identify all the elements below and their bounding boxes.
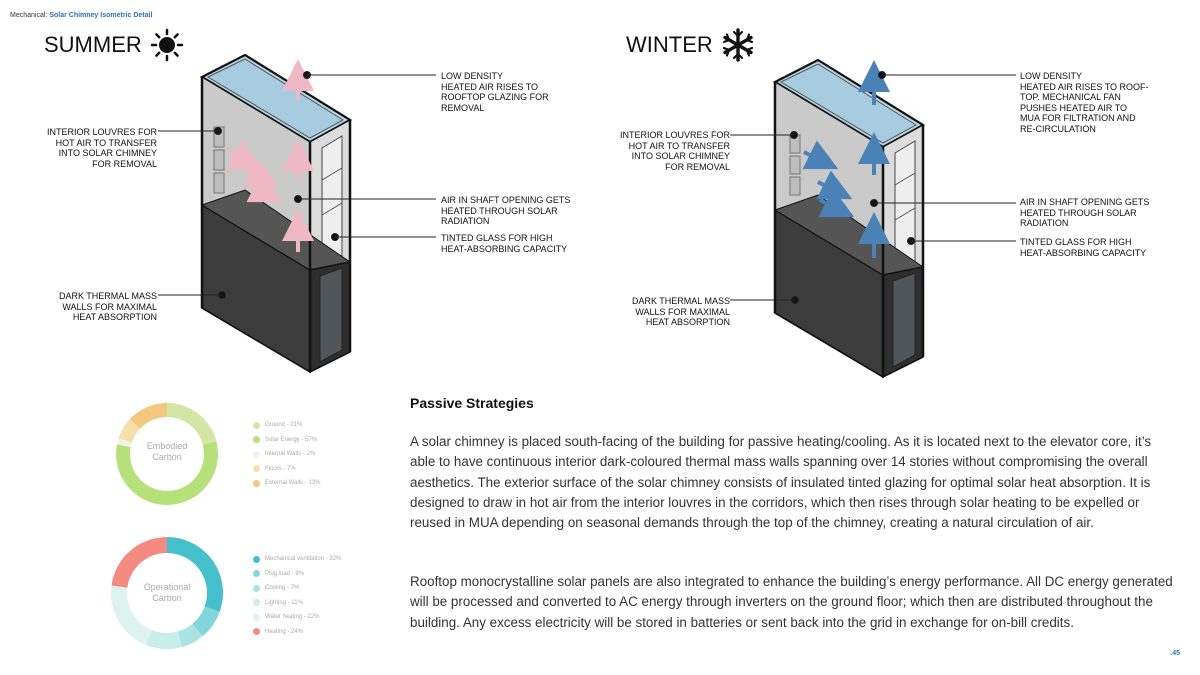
operational-slice — [111, 585, 153, 645]
summer-title: SUMMER — [44, 32, 142, 57]
operational-legend-label: Cooling - 7% — [265, 585, 300, 592]
operational-legend-item: Plug load - 9% — [253, 567, 341, 582]
embodied-legend-swatch — [253, 479, 260, 487]
operational-donut-svg — [111, 537, 223, 649]
operational-legend-label: Plug load - 9% — [265, 570, 305, 577]
summer-leader-lines — [158, 71, 436, 299]
summer-louvres — [213, 126, 225, 194]
operational-legend-item: Mechanical ventilation - 32% — [253, 552, 341, 567]
operational-slice — [177, 623, 203, 647]
winter-label-top: LOW DENSITY HEATED AIR RISES TO ROOF- TO… — [1020, 71, 1149, 134]
summer-label-louvres: INTERIOR LOUVRES FOR HOT AIR TO TRANSFER… — [46, 127, 157, 169]
operational-legend-swatch — [253, 570, 260, 578]
operational-legend-swatch — [253, 584, 260, 592]
operational-legend-swatch — [253, 613, 260, 621]
embodied-legend-swatch — [253, 421, 260, 429]
winter-label-glass: TINTED GLASS FOR HIGH HEAT-ABSORBING CAP… — [1020, 237, 1147, 258]
embodied-center-label: Embodied Carbon — [146, 441, 188, 462]
operational-legend-swatch — [253, 628, 260, 636]
embodied-legend-label: Internal Walls - 2% — [265, 451, 316, 458]
winter-louvres — [789, 134, 801, 196]
embodied-legend-label: Ground - 21% — [265, 422, 303, 429]
operational-slice — [166, 537, 223, 612]
embodied-legend-item: Internal Walls - 2% — [253, 447, 320, 462]
strategies-heading: Passive Strategies — [410, 395, 534, 411]
summer-label-mass: DARK THERMAL MASS WALLS FOR MAXIMAL HEAT… — [58, 291, 157, 322]
operational-slice — [111, 537, 168, 589]
breadcrumb: Mechanical: Solar Chimney Isometric Deta… — [10, 12, 152, 19]
strategies-paragraph-1: A solar chimney is placed south-facing o… — [410, 434, 1152, 531]
operational-legend-item: Water heating - 22% — [253, 610, 341, 625]
embodied-legend-swatch — [253, 465, 260, 473]
embodied-legend-swatch — [253, 436, 260, 444]
operational-slice — [145, 629, 182, 649]
embodied-slice — [129, 403, 168, 429]
operational-slice — [192, 606, 220, 637]
operational-legend-label: Water heating - 22% — [265, 614, 320, 621]
embodied-legend-swatch — [253, 450, 260, 458]
operational-legend-label: Lighting - 11% — [265, 599, 303, 606]
embodied-legend-item: Floors - 7% — [253, 462, 320, 477]
embodied-slice — [116, 438, 132, 448]
summer-label-shaft: AIR IN SHAFT OPENING GETS HEATED THROUGH… — [441, 195, 571, 226]
operational-center-label: Operational Carbon — [143, 582, 191, 603]
operational-legend-label: Mechanical ventilation - 32% — [265, 556, 342, 563]
embodied-legend-label: Floors - 7% — [265, 465, 296, 472]
embodied-donut-svg — [116, 403, 218, 505]
operational-legend-item: Lighting - 11% — [253, 596, 341, 611]
breadcrumb-title: Solar Chimney Isometric Detail — [49, 12, 153, 19]
winter-title: WINTER — [626, 32, 713, 57]
winter-airflow-arrows — [802, 60, 890, 258]
embodied-legend-label: External Walls - 13% — [265, 480, 321, 487]
embodied-legend: Ground - 21% Solar Energy - 57% Internal W… — [253, 418, 320, 491]
solar-chimney-diagrams — [158, 53, 1016, 379]
winter-title-group: WINTER — [626, 28, 755, 62]
summer-airflow-arrows — [226, 59, 314, 252]
embodied-slice — [116, 441, 218, 505]
page-number: .45 — [1170, 650, 1180, 657]
embodied-slice — [118, 419, 141, 443]
summer-chimney — [158, 53, 436, 374]
summer-title-group: SUMMER — [44, 28, 184, 62]
winter-label-louvres: INTERIOR LOUVRES FOR HOT AIR TO TRANSFER… — [619, 130, 730, 172]
operational-legend-item: Heating - 24% — [253, 625, 341, 640]
winter-label-shaft: AIR IN SHAFT OPENING GETS HEATED THROUGH… — [1020, 197, 1150, 228]
embodied-legend-item: External Walls - 13% — [253, 476, 320, 491]
embodied-carbon-donut: Embodied Carbon — [115, 402, 219, 506]
embodied-legend-item: Ground - 21% — [253, 418, 320, 433]
operational-legend-swatch — [253, 555, 260, 563]
breadcrumb-section: Mechanical: — [10, 12, 48, 19]
summer-label-glass: TINTED GLASS FOR HIGH HEAT-ABSORBING CAP… — [441, 233, 568, 254]
operational-legend-label: Heating - 24% — [265, 628, 304, 635]
embodied-slice — [166, 403, 217, 446]
sun-icon — [150, 28, 184, 62]
embodied-legend-label: Solar Energy - 57% — [265, 436, 318, 443]
summer-label-top: LOW DENSITY HEATED AIR RISES TO ROOFTOP … — [441, 71, 549, 113]
winter-leader-lines — [730, 71, 1016, 304]
strategies-paragraph-2: Rooftop monocrystalline solar panels are… — [410, 574, 1173, 630]
winter-chimney — [730, 58, 1016, 379]
snowflake-icon — [722, 28, 753, 62]
operational-legend-swatch — [253, 599, 260, 607]
embodied-legend-item: Solar Energy - 57% — [253, 433, 320, 448]
winter-label-mass: DARK THERMAL MASS WALLS FOR MAXIMAL HEAT… — [631, 296, 730, 327]
operational-legend: Mechanical ventilation - 32% Plug load - … — [253, 552, 341, 639]
operational-carbon-donut: Operational Carbon — [110, 536, 224, 650]
operational-legend-item: Cooling - 7% — [253, 581, 341, 596]
